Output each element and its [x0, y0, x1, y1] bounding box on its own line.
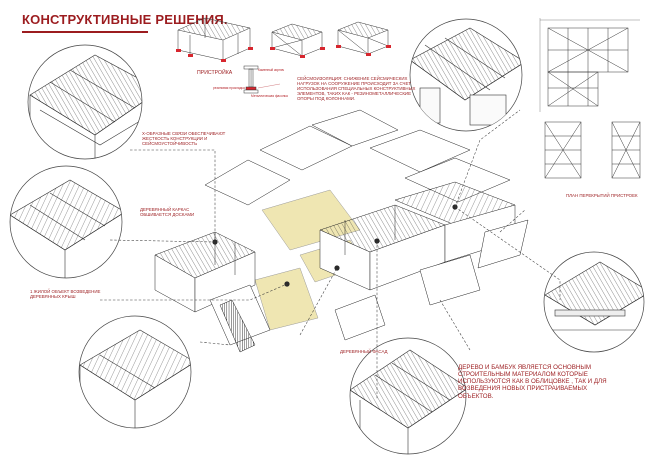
column-joint-detail	[243, 65, 281, 94]
floor-plan-main	[539, 18, 640, 112]
detail-circle-beams-bottom	[349, 337, 467, 455]
focus-points	[212, 204, 458, 287]
title-underline	[22, 31, 148, 33]
tiny-label-3: Металлическая фасонка	[251, 94, 288, 98]
bearing-markers-1	[176, 47, 253, 62]
pavilion-frame-1	[177, 17, 251, 61]
tiny-label-1: Каменный кирпич	[258, 68, 285, 72]
annotation-residential: 1 ЖИЛОЙ ОБЪЕКТ ВОЗВЕДЕНИЕ ДЕРЕВЯННЫХ КРЫ…	[30, 289, 101, 300]
floor-plan-small-a	[544, 121, 582, 179]
annotation-materials: ДЕРЕВО И БАМБУК ЯВЛЯЕТСЯ ОСНОВНЫМ СТРОИТ…	[458, 364, 607, 400]
pavilion-frame-2	[271, 23, 323, 57]
axonometric-building	[154, 109, 529, 353]
pavilion-frame-3	[337, 21, 389, 55]
floor-plan-small-b	[611, 121, 641, 179]
detail-circle-floor-left	[78, 315, 192, 429]
annotation-seismic: СЕЙСМОИЗОЛЯЦИЯ: СНИЖЕНИЕ СЕЙСМИЧЕСКИХ НА…	[297, 76, 416, 102]
detail-circle-foundation-right	[543, 251, 645, 353]
tiny-label-2: резиновая прокладка	[213, 86, 245, 90]
annotation-wood-frame: ДЕРЕВЯННЫЙ КАРКАС ОБШИВАЕТСЯ ДОСКАМИ	[140, 207, 195, 218]
detail-circle-roof-left	[27, 44, 143, 160]
leader-lines	[100, 109, 561, 400]
annotation-pristroyka: ПРИСТРОЙКА	[197, 70, 233, 76]
annotation-cross-bracing: Х-ОБРАЗНЫЕ СВЯЗИ ОБЕСПЕЧИВАЮТ ЖЕСТКОСТЬ …	[142, 131, 226, 147]
detail-circle-frame-left	[9, 165, 123, 279]
bearing-markers-3	[336, 45, 391, 56]
annotation-facade: ДЕРЕВЯННЫЙ ФАСАД	[340, 349, 388, 354]
bearing-markers-2	[270, 47, 325, 58]
detail-circle-roof-right	[409, 18, 523, 132]
plan-caption: ПЛАН ПЕРЕКРЫТИЙ ПРИСТРОЕК	[566, 193, 638, 198]
page-title: КОНСТРУКТИВНЫЕ РЕШЕНИЯ.	[22, 12, 228, 27]
